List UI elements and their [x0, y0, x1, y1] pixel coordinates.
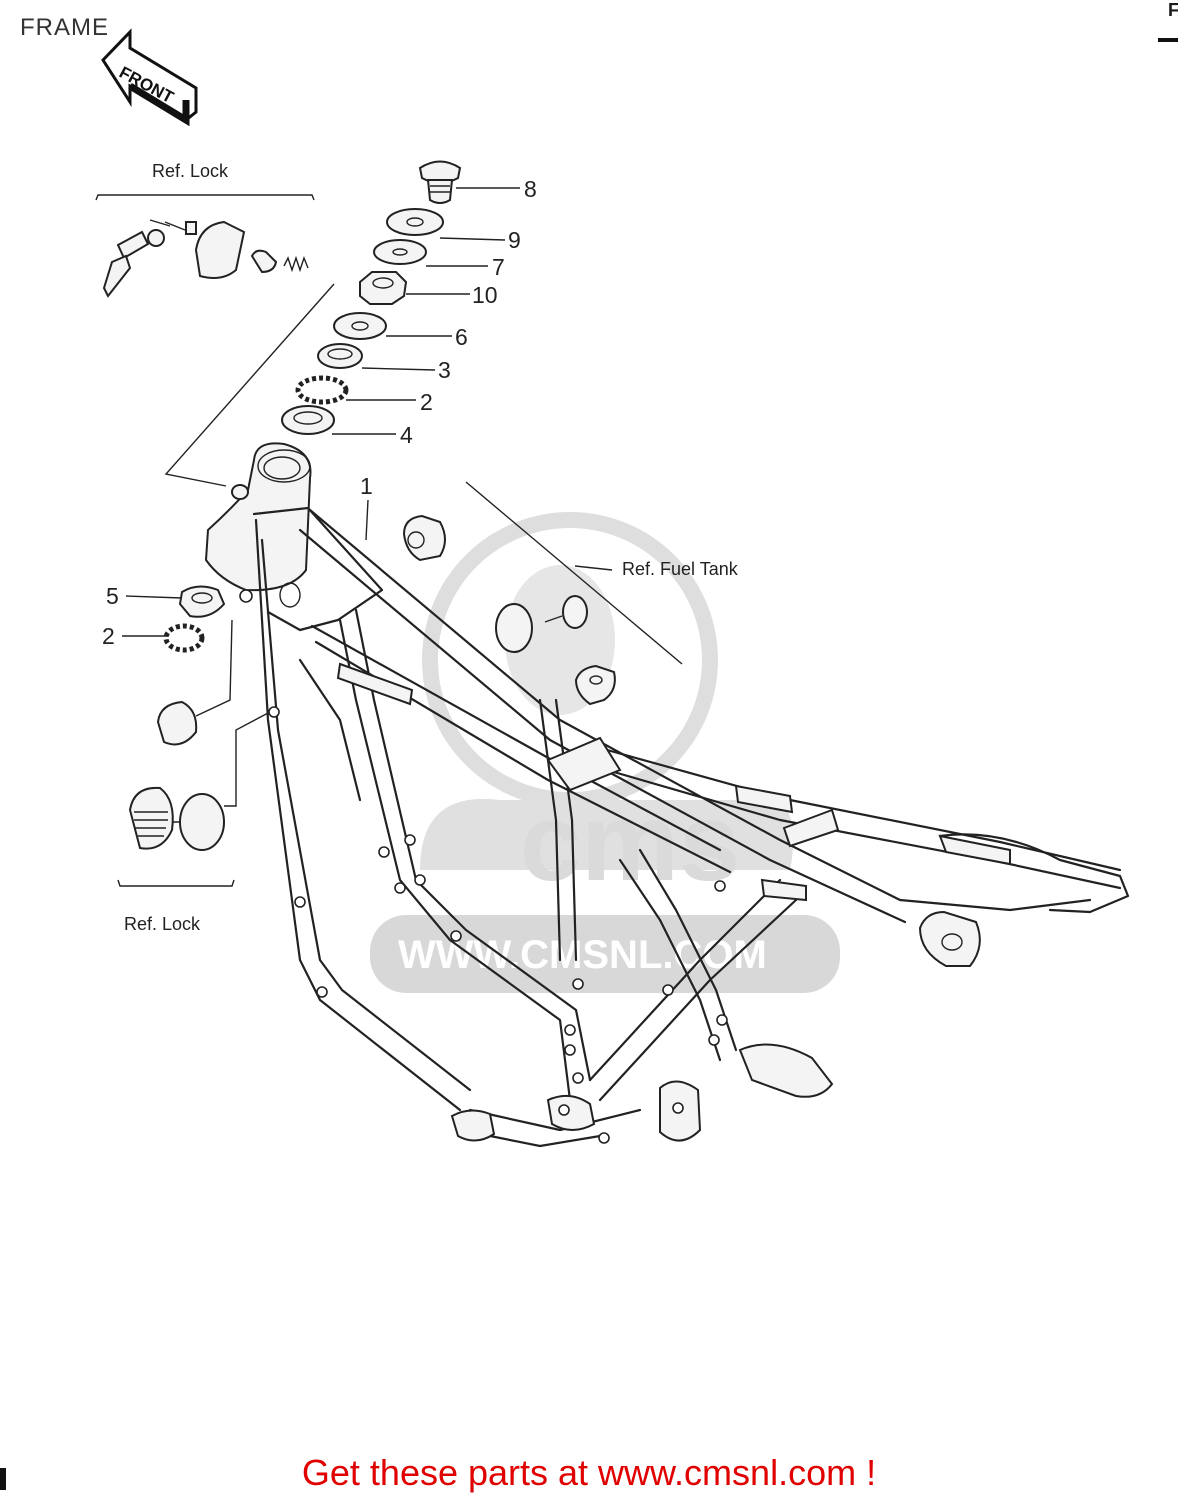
frame-plug-icon — [156, 700, 198, 746]
bottom-edge-mark — [0, 1468, 6, 1490]
callout-5: 5 — [106, 583, 119, 609]
tank-damper-icon — [402, 514, 446, 562]
upper-outer-race-icon — [281, 405, 335, 435]
frame-exploded-diagram: cms WWW.CMSNL.COM FRONT Ref. Lock — [95, 28, 1130, 1148]
callout-10: 10 — [472, 282, 498, 308]
callout-6: 6 — [455, 324, 468, 350]
callout-9: 9 — [508, 227, 521, 253]
callout-1: 1 — [360, 473, 373, 499]
steering-stem-parts: 8 9 7 10 6 3 2 4 — [281, 160, 537, 448]
lower-bearing-parts: 5 2 — [102, 583, 226, 653]
tank-stud-icon — [562, 595, 588, 629]
ref-lock-bottom-group: Ref. Lock — [117, 619, 271, 934]
ref-lock-top-group: Ref. Lock — [95, 161, 335, 487]
upper-inner-race-icon — [317, 343, 363, 369]
lower-outer-race-icon — [178, 585, 226, 618]
ref-fuel-tank-label: Ref. Fuel Tank — [622, 559, 739, 579]
page-title: FRAME — [20, 14, 109, 41]
lock-housing-icon — [128, 786, 174, 850]
callout-2-upper: 2 — [420, 389, 433, 415]
lock-cap-icon — [179, 793, 225, 851]
tank-rubber-block-icon — [574, 664, 616, 706]
lock-spring-icon — [283, 255, 309, 273]
corner-dash — [1158, 38, 1178, 42]
callout-8: 8 — [524, 176, 537, 202]
dust-seal-icon — [333, 312, 387, 340]
stem-head-bolt-icon — [418, 160, 462, 204]
cmsnl-parts-link[interactable]: Get these parts at www.cmsnl.com ! — [301, 1452, 877, 1493]
lock-cylinder-icon — [250, 249, 278, 274]
steel-balls-lower-icon — [163, 623, 205, 653]
ref-lock-bottom-label: Ref. Lock — [124, 914, 201, 934]
rubber-washer-icon — [386, 208, 444, 236]
front-arrow: FRONT — [101, 28, 198, 127]
motorcycle-frame — [204, 442, 1130, 1148]
tank-cushion-icon — [495, 603, 533, 653]
ignition-key-icon — [102, 219, 197, 298]
callout-2-lower: 2 — [102, 623, 115, 649]
washer-icon — [373, 239, 427, 265]
cmsnl-watermark: cms WWW.CMSNL.COM — [370, 512, 840, 993]
corner-mark: F — [1168, 0, 1178, 20]
callout-7: 7 — [492, 254, 505, 280]
ref-lock-top-label: Ref. Lock — [152, 161, 229, 181]
callout-4: 4 — [400, 422, 413, 448]
frame-callout-group: 1 Ref. Fuel Tank — [360, 473, 739, 706]
steel-balls-upper-icon — [295, 375, 349, 405]
callout-3: 3 — [438, 357, 451, 383]
lock-plate-icon — [194, 220, 246, 279]
